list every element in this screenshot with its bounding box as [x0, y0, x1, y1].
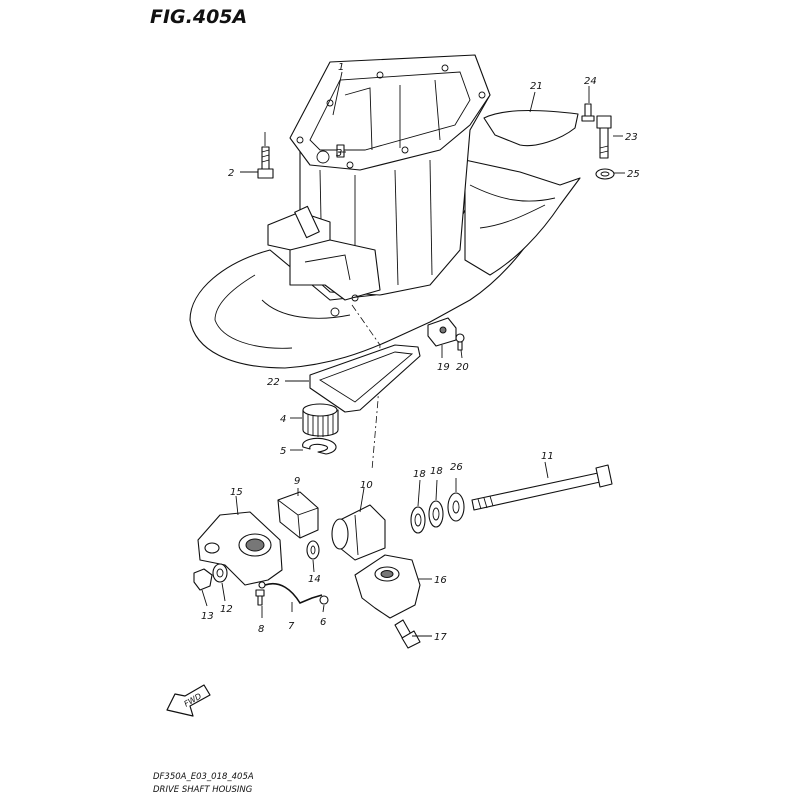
- bracket-part-16: [354, 554, 421, 619]
- bolt-part-24: [581, 103, 595, 122]
- washer-part-18a: [410, 506, 426, 534]
- callout-4: 4: [280, 414, 286, 425]
- rubber-part-19: [427, 317, 457, 347]
- callout-6: 6: [320, 617, 326, 628]
- filter-part-4: [302, 403, 339, 437]
- bolt-part-2: [257, 132, 274, 179]
- callout-20: 20: [456, 362, 469, 373]
- bolt-part-17: [394, 619, 421, 649]
- nut-part-13: [193, 568, 213, 591]
- bracket-part-15: [197, 511, 283, 586]
- callout-24: 24: [584, 76, 597, 87]
- washer-part-12: [212, 563, 228, 583]
- bolt-part-23: [596, 115, 612, 159]
- washer-part-14: [306, 540, 320, 560]
- callout-11: 11: [541, 451, 554, 462]
- callout-16: 16: [434, 575, 447, 586]
- cover-part-21: [483, 109, 579, 147]
- callout-14: 14: [308, 574, 321, 585]
- fwd-label: FWD: [182, 692, 203, 709]
- mount-part-10: [331, 504, 386, 561]
- callout-13: 13: [201, 611, 214, 622]
- screw-part-20: [455, 333, 465, 351]
- callout-10: 10: [360, 480, 373, 491]
- callout-1: 1: [338, 62, 344, 73]
- callout-2: 2: [228, 168, 234, 179]
- callout-22: 22: [267, 377, 280, 388]
- washer-part-25: [595, 168, 615, 180]
- leader-lines: [201, 71, 625, 637]
- callout-8: 8: [258, 624, 264, 635]
- callout-5: 5: [280, 446, 286, 457]
- callout-19: 19: [437, 362, 450, 373]
- callout-17: 17: [434, 632, 447, 643]
- callout-9: 9: [294, 476, 300, 487]
- bolt-part-11: [471, 464, 613, 511]
- callout-18b: 18: [430, 466, 443, 477]
- callout-25: 25: [627, 169, 640, 180]
- pin-part-3: [336, 144, 345, 158]
- drive-shaft-housing: [189, 54, 581, 369]
- callout-3: 3: [336, 148, 342, 159]
- callout-23: 23: [625, 132, 638, 143]
- callout-15: 15: [230, 487, 243, 498]
- bolt-part-8: [255, 589, 265, 606]
- callout-7: 7: [288, 621, 295, 632]
- caption-code: DF350A_E03_018_405A: [153, 772, 254, 782]
- pad-part-9: [277, 491, 319, 539]
- screw-part-6: [319, 595, 329, 605]
- callout-18a: 18: [413, 469, 426, 480]
- forward-direction-arrow: FWD: [166, 684, 211, 717]
- callout-21: 21: [530, 81, 543, 92]
- washer-part-26: [447, 492, 465, 522]
- wire-part-7: [258, 581, 323, 605]
- washer-part-18b: [428, 500, 444, 528]
- caption-name: DRIVE SHAFT HOUSING: [153, 785, 253, 795]
- clip-part-5: [302, 437, 337, 455]
- seal-part-22: [309, 344, 421, 413]
- callout-12: 12: [220, 604, 233, 615]
- figure-title: FIG.405A: [150, 6, 247, 28]
- callout-26: 26: [450, 462, 463, 473]
